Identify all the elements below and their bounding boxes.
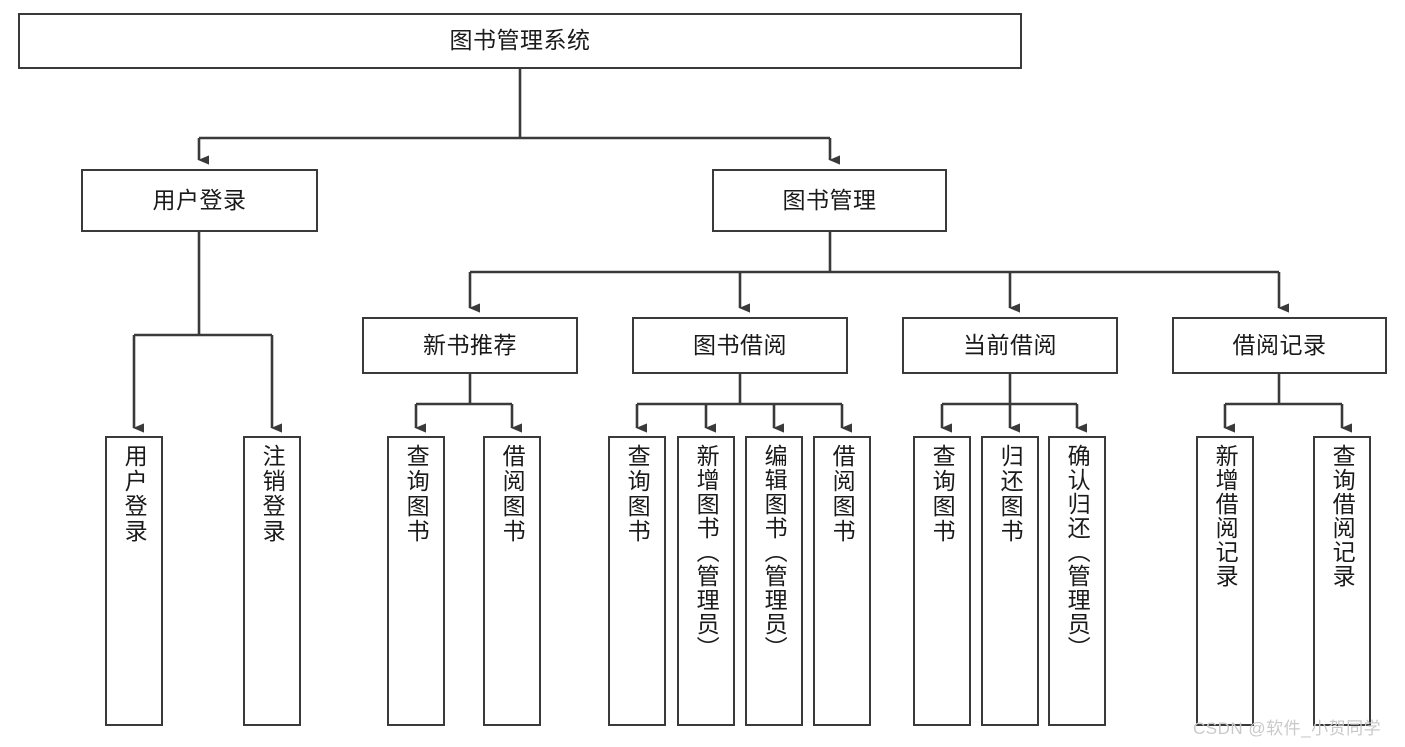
leaf-confirm-return-label: 确认归还（管理员） <box>1064 444 1091 660</box>
leaf-add-book-label: 新增图书（管理员） <box>693 444 720 660</box>
leaf-query-book-3[interactable]: 查询图书 <box>913 436 971 726</box>
node-book-borrow[interactable]: 图书借阅 <box>632 317 848 374</box>
leaf-logout-label: 注销登录 <box>259 444 286 544</box>
node-current-borrow-label: 当前借阅 <box>963 331 1057 358</box>
leaf-query-book-3-label: 查询图书 <box>929 444 956 544</box>
node-user-login-label: 用户登录 <box>152 186 247 213</box>
node-borrow-record[interactable]: 借阅记录 <box>1172 317 1387 374</box>
leaf-add-book[interactable]: 新增图书（管理员） <box>677 436 735 726</box>
node-user-login[interactable]: 用户登录 <box>81 169 318 232</box>
leaf-query-book-1-label: 查询图书 <box>403 444 430 544</box>
leaf-logout[interactable]: 注销登录 <box>243 436 301 726</box>
leaf-query-book-2[interactable]: 查询图书 <box>608 436 666 726</box>
node-borrow-record-label: 借阅记录 <box>1232 331 1327 358</box>
node-new-book-rec-label: 新书推荐 <box>423 331 517 358</box>
node-root-label: 图书管理系统 <box>449 27 591 54</box>
leaf-user-login[interactable]: 用户登录 <box>105 436 163 726</box>
leaf-confirm-return[interactable]: 确认归还（管理员） <box>1048 436 1106 726</box>
node-root[interactable]: 图书管理系统 <box>18 13 1022 69</box>
leaf-query-record-label: 查询借阅记录 <box>1329 444 1356 588</box>
leaf-edit-book[interactable]: 编辑图书（管理员） <box>745 436 803 726</box>
node-current-borrow[interactable]: 当前借阅 <box>902 317 1118 374</box>
leaf-query-record[interactable]: 查询借阅记录 <box>1313 436 1371 726</box>
node-book-manage[interactable]: 图书管理 <box>712 169 947 232</box>
node-book-manage-label: 图书管理 <box>782 186 877 213</box>
leaf-user-login-label: 用户登录 <box>121 444 148 544</box>
leaf-add-record-label: 新增借阅记录 <box>1212 444 1239 588</box>
leaf-query-book-2-label: 查询图书 <box>624 444 651 544</box>
leaf-borrow-book-2-label: 借阅图书 <box>829 444 856 544</box>
node-new-book-rec[interactable]: 新书推荐 <box>362 317 578 374</box>
csdn-watermark: CSDN @软件_小贺同学 <box>1193 719 1382 738</box>
leaf-borrow-book-1[interactable]: 借阅图书 <box>483 436 541 726</box>
leaf-borrow-book-1-label: 借阅图书 <box>499 444 526 544</box>
leaf-query-book-1[interactable]: 查询图书 <box>387 436 445 726</box>
leaf-edit-book-label: 编辑图书（管理员） <box>761 444 788 660</box>
node-book-borrow-label: 图书借阅 <box>693 331 787 358</box>
leaf-return-book-label: 归还图书 <box>997 444 1024 544</box>
leaf-add-record[interactable]: 新增借阅记录 <box>1196 436 1254 726</box>
leaf-return-book[interactable]: 归还图书 <box>981 436 1039 726</box>
leaf-borrow-book-2[interactable]: 借阅图书 <box>813 436 871 726</box>
